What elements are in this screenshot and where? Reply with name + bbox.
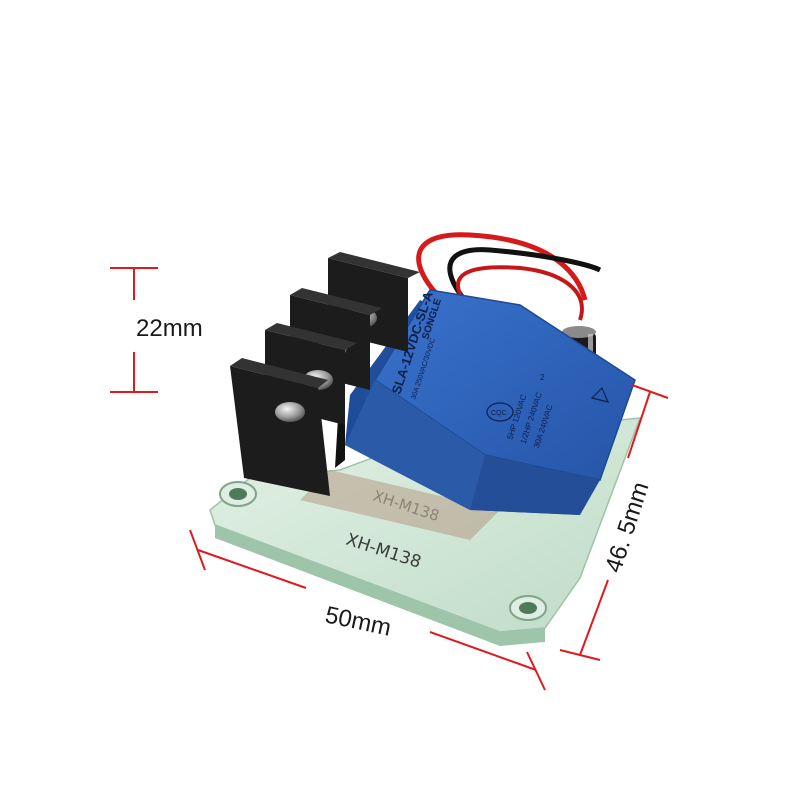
relay-front-face	[345, 380, 485, 510]
relay-pin-number: 2	[540, 373, 545, 382]
depth-dim-lower-line	[579, 579, 609, 656]
depth-dim-top-tick	[631, 384, 669, 399]
terminal-block	[230, 252, 420, 496]
width-dim-left-line	[197, 549, 307, 589]
depth-dim-upper-line	[627, 391, 651, 459]
height-dimension-label: 22mm	[136, 315, 203, 342]
terminal-fin-4	[230, 358, 330, 496]
width-dimension-label: 50mm	[323, 601, 394, 641]
cert-mark: CQC	[491, 410, 507, 417]
width-dim-right-line	[429, 631, 537, 671]
pcb-edge	[215, 525, 545, 646]
width-dim-left-tick	[189, 529, 206, 571]
capacitor-top	[562, 326, 596, 338]
relay: SLA-12VDC-SL-A 30A 250VAC/30VDC SONGLE 5…	[345, 289, 636, 515]
relay-front-base	[470, 455, 600, 515]
mounting-hole-left-center	[229, 488, 247, 500]
cert-mark-badge	[486, 402, 514, 422]
mounting-hole-right-center	[519, 602, 537, 614]
width-dim-right-tick	[526, 651, 546, 691]
warning-triangle-icon	[590, 386, 610, 403]
height-dimension: 22mm	[110, 267, 203, 393]
pcb-copper-area	[300, 470, 500, 540]
terminal-screw-4	[275, 402, 305, 422]
